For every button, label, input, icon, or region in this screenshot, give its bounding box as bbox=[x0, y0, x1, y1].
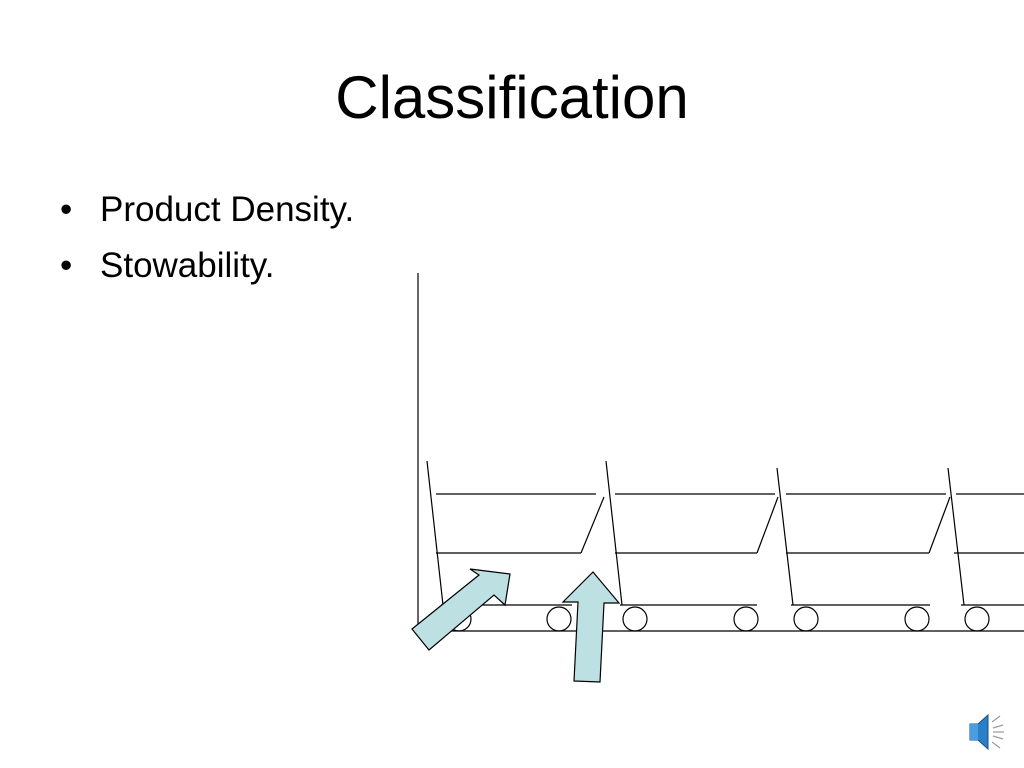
bullet-marker: • bbox=[60, 190, 73, 229]
cart-wheel bbox=[793, 606, 819, 632]
cart-4 bbox=[947, 467, 1024, 632]
cart-wheel bbox=[904, 606, 930, 632]
bullet-list: • Product Density. • Stowability. bbox=[60, 186, 354, 298]
up-arrow-icon bbox=[561, 571, 621, 683]
cart-2 bbox=[605, 460, 779, 632]
diagonal-arrow-icon bbox=[411, 568, 511, 651]
cart-wheel bbox=[546, 606, 572, 632]
slide-title: Classification bbox=[335, 64, 689, 131]
bullet-item-stowability: • Stowability. bbox=[60, 242, 354, 298]
bullet-marker: • bbox=[60, 246, 73, 285]
cart-wheel bbox=[622, 606, 648, 632]
bullet-text: Stowability. bbox=[100, 246, 275, 285]
cart-wheel bbox=[733, 606, 759, 632]
cart-wheel bbox=[964, 606, 990, 632]
cart-3 bbox=[776, 467, 951, 632]
speaker-icon[interactable] bbox=[964, 710, 1008, 754]
bullet-text: Product Density. bbox=[100, 190, 355, 229]
bullet-item-product-density: • Product Density. bbox=[60, 186, 354, 242]
